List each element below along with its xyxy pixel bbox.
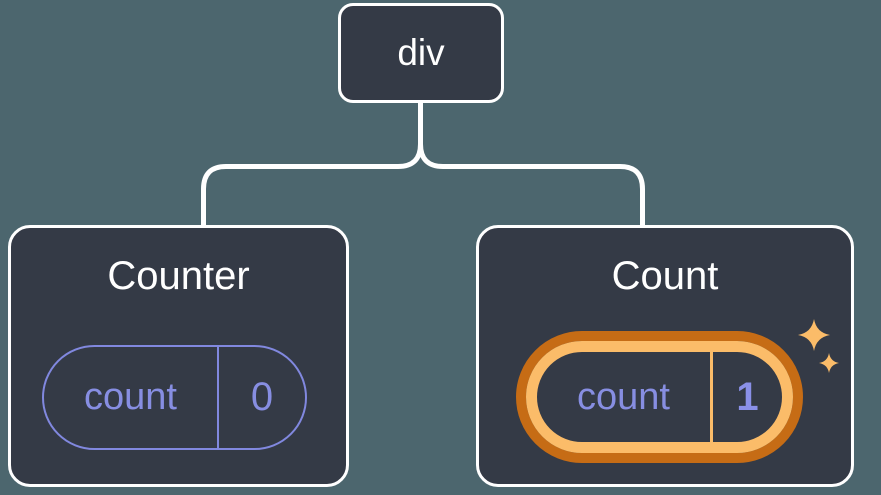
component-card-count: Count count 1 [476, 225, 854, 487]
sparkles-icon [798, 319, 839, 373]
state-value: 1 [736, 374, 759, 419]
state-pill-inner-ring: count 1 [526, 341, 793, 453]
component-title: Counter [107, 254, 250, 298]
connector-right-branch [418, 100, 645, 230]
state-pill: count 0 [42, 345, 307, 450]
state-key-label: count [537, 352, 713, 442]
state-value: 0 [250, 375, 274, 419]
component-title: Count [611, 254, 719, 298]
state-key-label: count [44, 347, 219, 448]
state-pill-highlighted: count 1 [516, 331, 803, 463]
root-node-label: div [397, 32, 445, 73]
connector-left-branch [201, 100, 423, 230]
root-node: div [338, 3, 504, 103]
component-card-counter: Counter count 0 [8, 225, 349, 487]
